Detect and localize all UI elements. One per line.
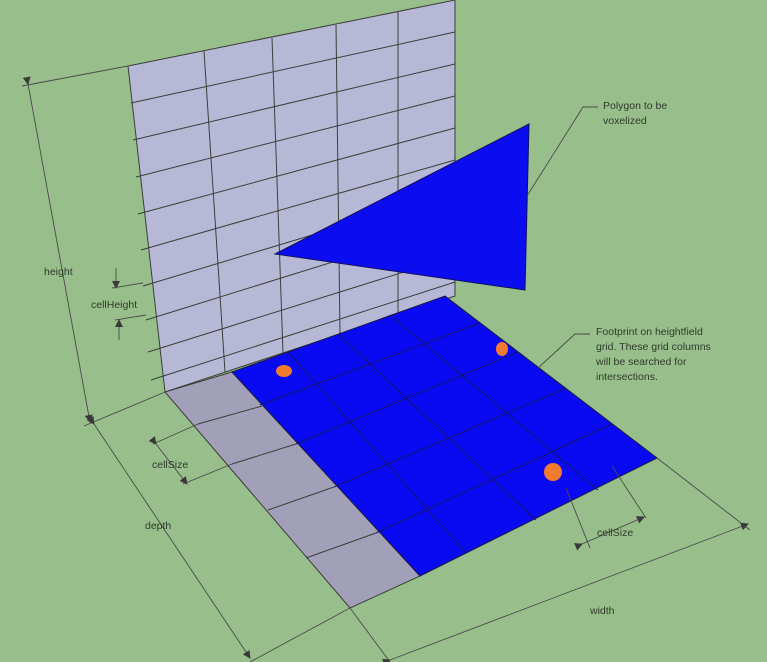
cell-height-label: cellHeight	[91, 299, 137, 311]
polygon-callout: Polygon to be voxelized	[603, 100, 670, 127]
polygon-leader-line	[526, 106, 598, 197]
width-label: width	[589, 605, 615, 617]
voxelized-polygon	[273, 123, 530, 291]
depth-dimension	[86, 415, 351, 662]
footprint-leader-line	[537, 333, 590, 369]
height-label: height	[44, 266, 73, 278]
cell-size-right-label: cellSize	[597, 527, 633, 539]
marker-dot	[496, 342, 508, 356]
marker-dot	[276, 365, 292, 377]
footprint-callout: Footprint on heightfield grid. These gri…	[595, 326, 714, 383]
cell-height-dimension	[111, 268, 147, 340]
depth-label: depth	[145, 520, 171, 532]
width-dimension	[349, 457, 751, 662]
cell-size-left-label: cellSize	[152, 459, 188, 471]
footprint-grid-lines	[259, 314, 613, 554]
marker-dot	[544, 463, 562, 481]
